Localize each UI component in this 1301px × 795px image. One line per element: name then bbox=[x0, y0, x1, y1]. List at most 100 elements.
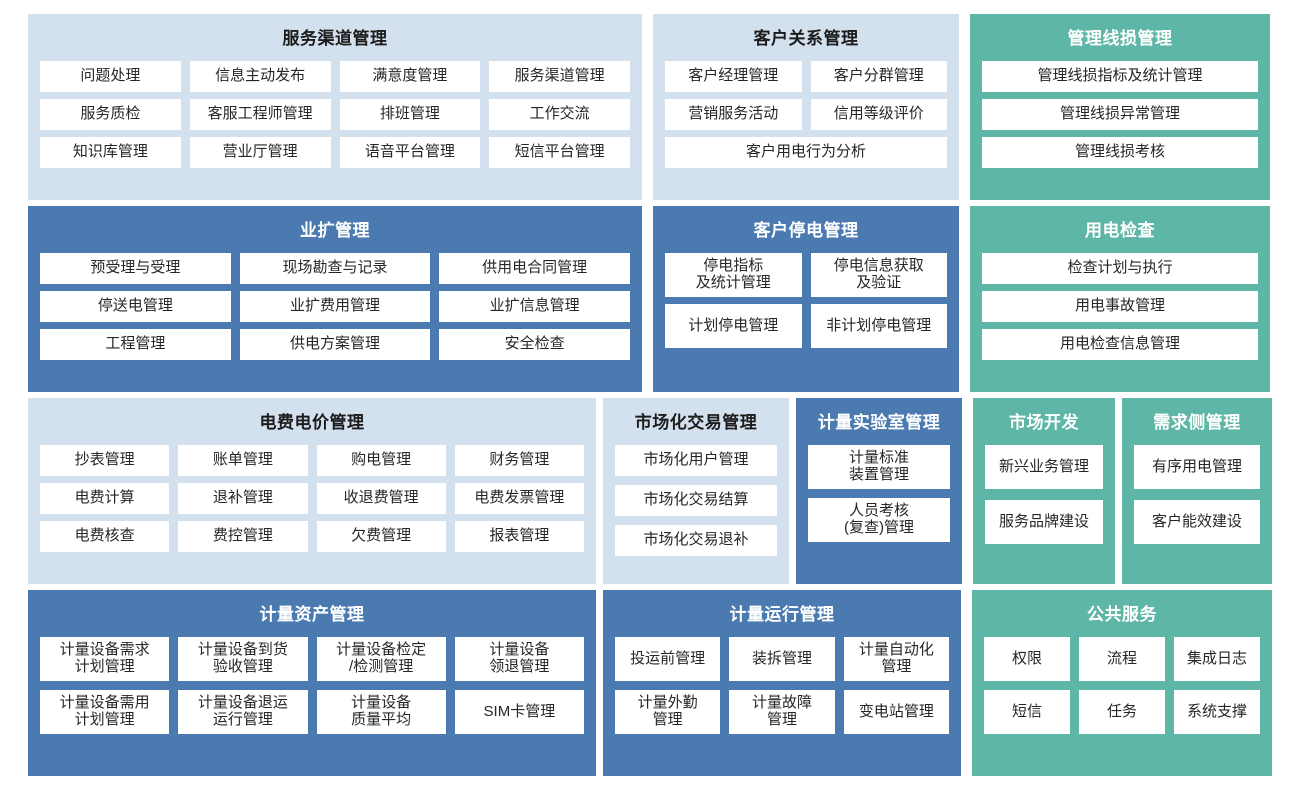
panel-title-market-trading: 市场化交易管理 bbox=[634, 413, 758, 432]
panel-title-market-development: 市场开发 bbox=[1009, 413, 1079, 432]
module-cell[interactable]: 有序用电管理 bbox=[1134, 444, 1260, 489]
module-cell[interactable]: 计量外勤 管理 bbox=[615, 689, 721, 734]
panel-gap bbox=[596, 398, 603, 584]
panel-items-line-loss: 管理线损指标及统计管理 管理线损异常管理 管理线损考核 bbox=[982, 60, 1258, 188]
module-cell[interactable]: 供电方案管理 bbox=[239, 328, 431, 360]
module-cell[interactable]: 权限 bbox=[984, 636, 1070, 681]
module-cell[interactable]: 短信平台管理 bbox=[489, 136, 630, 168]
panel-metering-lab: 计量实验室管理 计量标准 装置管理 人员考核 (复查)管理 bbox=[796, 398, 962, 584]
module-cell[interactable]: 系统支撑 bbox=[1174, 689, 1260, 734]
module-cell[interactable]: 管理线损指标及统计管理 bbox=[982, 60, 1258, 92]
panel-power-inspection: 用电检查 检查计划与执行 用电事故管理 用电检查信息管理 bbox=[970, 206, 1270, 392]
module-cell[interactable]: 收退费管理 bbox=[316, 482, 446, 514]
module-cell[interactable]: 安全检查 bbox=[439, 328, 630, 360]
module-cell[interactable]: 停电指标 及统计管理 bbox=[665, 252, 802, 297]
module-cell[interactable]: 计量设备需用 计划管理 bbox=[40, 689, 170, 734]
module-cell[interactable]: 欠费管理 bbox=[316, 520, 446, 552]
module-cell[interactable]: 电费核查 bbox=[40, 520, 170, 552]
module-cell[interactable]: 任务 bbox=[1079, 689, 1165, 734]
module-cell[interactable]: 业扩信息管理 bbox=[439, 290, 630, 322]
module-cell[interactable]: 信用等级评价 bbox=[810, 98, 947, 130]
panel-line-loss: 管理线损管理 管理线损指标及统计管理 管理线损异常管理 管理线损考核 bbox=[970, 14, 1270, 200]
module-cell[interactable]: 营业厅管理 bbox=[189, 136, 331, 168]
module-cell[interactable]: 计量标准 装置管理 bbox=[808, 444, 950, 489]
module-cell[interactable]: 客户能效建设 bbox=[1134, 499, 1260, 544]
panel-items-tariff: 抄表管理 账单管理 购电管理 财务管理 电费计算 退补管理 收退费管理 电费发票… bbox=[40, 444, 584, 572]
panel-items-demand-side: 有序用电管理 客户能效建设 bbox=[1134, 444, 1260, 572]
module-cell[interactable]: 退补管理 bbox=[178, 482, 308, 514]
module-cell[interactable]: 管理线损异常管理 bbox=[982, 98, 1258, 130]
module-cell[interactable]: 工作交流 bbox=[489, 98, 630, 130]
module-cell[interactable]: 装拆管理 bbox=[729, 636, 835, 681]
module-cell[interactable]: 问题处理 bbox=[40, 60, 181, 92]
module-cell[interactable]: 集成日志 bbox=[1174, 636, 1260, 681]
module-cell[interactable]: 计量自动化 管理 bbox=[843, 636, 949, 681]
module-cell[interactable]: 服务品牌建设 bbox=[985, 499, 1103, 544]
module-cell[interactable]: 工程管理 bbox=[40, 328, 231, 360]
module-cell[interactable]: 计量设备 领退管理 bbox=[454, 636, 584, 681]
module-cell[interactable]: 计量故障 管理 bbox=[729, 689, 835, 734]
module-cell[interactable]: 购电管理 bbox=[316, 444, 446, 476]
module-cell[interactable]: 投运前管理 bbox=[615, 636, 721, 681]
panel-items-market-development: 新兴业务管理 服务品牌建设 bbox=[985, 444, 1103, 572]
module-cell[interactable]: 营销服务活动 bbox=[665, 98, 802, 130]
panel-title-metering-operation: 计量运行管理 bbox=[729, 605, 835, 624]
module-cell[interactable]: 用电事故管理 bbox=[982, 290, 1258, 322]
module-cell[interactable]: 停送电管理 bbox=[40, 290, 231, 322]
module-cell[interactable]: 计量设备需求 计划管理 bbox=[40, 636, 170, 681]
module-cell[interactable]: 财务管理 bbox=[454, 444, 584, 476]
module-cell[interactable]: 短信 bbox=[984, 689, 1070, 734]
module-cell[interactable]: 信息主动发布 bbox=[189, 60, 331, 92]
panel-title-demand-side: 需求侧管理 bbox=[1153, 413, 1241, 432]
panel-gap bbox=[789, 398, 796, 584]
panel-public-service: 公共服务 权限 流程 集成日志 短信 任务 系统支撑 bbox=[972, 590, 1272, 776]
module-cell[interactable]: 市场化用户管理 bbox=[615, 444, 777, 476]
module-cell[interactable]: 供用电合同管理 bbox=[439, 252, 630, 284]
module-cell[interactable]: 市场化交易退补 bbox=[615, 524, 777, 556]
module-cell[interactable]: 预受理与受理 bbox=[40, 252, 231, 284]
module-cell[interactable]: 抄表管理 bbox=[40, 444, 170, 476]
module-cell[interactable]: 服务质检 bbox=[40, 98, 181, 130]
module-cell[interactable]: 知识库管理 bbox=[40, 136, 181, 168]
panel-gap bbox=[959, 206, 970, 392]
module-cell[interactable]: 用电检查信息管理 bbox=[982, 328, 1258, 360]
module-cell[interactable]: 客户分群管理 bbox=[810, 60, 947, 92]
module-cell[interactable]: 计量设备检定 /检测管理 bbox=[316, 636, 446, 681]
module-cell[interactable]: 计量设备 质量平均 bbox=[316, 689, 446, 734]
module-cell[interactable]: 电费计算 bbox=[40, 482, 170, 514]
module-cell[interactable]: 电费发票管理 bbox=[454, 482, 584, 514]
panel-items-power-inspection: 检查计划与执行 用电事故管理 用电检查信息管理 bbox=[982, 252, 1258, 380]
module-cell[interactable]: 流程 bbox=[1079, 636, 1165, 681]
module-cell[interactable]: 变电站管理 bbox=[843, 689, 949, 734]
module-cell[interactable]: 费控管理 bbox=[178, 520, 308, 552]
module-cell[interactable]: 管理线损考核 bbox=[982, 136, 1258, 168]
module-cell[interactable]: 计划停电管理 bbox=[665, 303, 802, 348]
module-cell[interactable]: 计量设备到货 验收管理 bbox=[178, 636, 308, 681]
panel-row-3: 电费电价管理 抄表管理 账单管理 购电管理 财务管理 电费计算 退补管理 收退费… bbox=[28, 398, 1273, 584]
panel-title-power-inspection: 用电检查 bbox=[1085, 221, 1155, 240]
panel-title-customer-relationship: 客户关系管理 bbox=[753, 29, 859, 48]
panel-items-customer-relationship: 客户经理管理 客户分群管理 营销服务活动 信用等级评价 客户用电行为分析 bbox=[665, 60, 947, 188]
module-cell[interactable]: 非计划停电管理 bbox=[810, 303, 947, 348]
module-cell[interactable]: 排班管理 bbox=[339, 98, 481, 130]
module-cell[interactable]: 客户经理管理 bbox=[665, 60, 802, 92]
module-cell[interactable]: 现场勘查与记录 bbox=[239, 252, 431, 284]
module-cell[interactable]: 新兴业务管理 bbox=[985, 444, 1103, 489]
module-cell[interactable]: 报表管理 bbox=[454, 520, 584, 552]
module-cell[interactable]: 满意度管理 bbox=[339, 60, 481, 92]
module-cell[interactable]: 计量设备退运 运行管理 bbox=[178, 689, 308, 734]
module-cell[interactable]: 检查计划与执行 bbox=[982, 252, 1258, 284]
module-cell[interactable]: 客服工程师管理 bbox=[189, 98, 331, 130]
panel-title-service-channel: 服务渠道管理 bbox=[282, 29, 388, 48]
module-cell[interactable]: SIM卡管理 bbox=[454, 689, 584, 734]
module-cell[interactable]: 服务渠道管理 bbox=[489, 60, 630, 92]
module-cell[interactable]: 业扩费用管理 bbox=[239, 290, 431, 322]
module-cell[interactable]: 人员考核 (复查)管理 bbox=[808, 497, 950, 542]
module-cell[interactable]: 语音平台管理 bbox=[339, 136, 481, 168]
module-cell[interactable]: 停电信息获取 及验证 bbox=[810, 252, 947, 297]
module-cell[interactable]: 客户用电行为分析 bbox=[665, 136, 947, 168]
panel-items-metering-asset: 计量设备需求 计划管理 计量设备到货 验收管理 计量设备检定 /检测管理 计量设… bbox=[40, 636, 584, 764]
module-cell[interactable]: 账单管理 bbox=[178, 444, 308, 476]
module-cell[interactable]: 市场化交易结算 bbox=[615, 484, 777, 516]
panel-gap bbox=[1115, 398, 1122, 584]
